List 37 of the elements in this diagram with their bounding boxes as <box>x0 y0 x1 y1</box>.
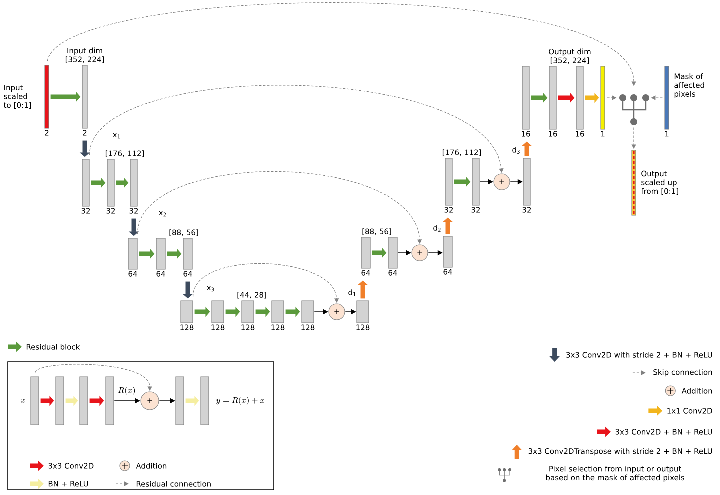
feature-map-bar <box>56 376 64 426</box>
feature-map-bar <box>30 376 40 426</box>
feature-map-bar <box>106 376 114 426</box>
feature-map-bar <box>356 300 370 324</box>
output-bar <box>632 150 636 216</box>
feature-map-bar <box>600 66 606 130</box>
feature-map-bar <box>128 238 138 270</box>
feature-map-bar <box>156 238 166 270</box>
feature-map-bar <box>443 236 453 268</box>
feature-map-bar <box>44 65 50 129</box>
feature-map-bar <box>130 159 138 207</box>
feature-map-bar <box>180 300 194 324</box>
feature-map-bar <box>212 300 224 324</box>
inset-frame <box>8 362 274 490</box>
feature-map-bar <box>80 376 88 426</box>
feature-map-bar <box>523 158 531 206</box>
feature-map-bar <box>176 376 184 426</box>
edge-label: $R(x)$ <box>118 387 136 395</box>
feature-map-bar <box>302 300 314 324</box>
feature-map-bar <box>242 300 254 324</box>
feature-map-bar <box>522 66 530 130</box>
feature-map-bar <box>272 300 284 324</box>
feature-map-bar <box>361 237 371 269</box>
formula: $y = R(x) + x$ <box>216 397 264 405</box>
feature-map-bar <box>82 65 88 129</box>
feature-map-bar <box>82 159 90 207</box>
feature-map-bar <box>472 158 480 206</box>
feature-map-bar <box>576 66 584 130</box>
formula: $x$ <box>21 399 26 403</box>
feature-map-bar <box>549 66 557 130</box>
feature-map-bar <box>664 66 670 130</box>
feature-map-bar <box>183 238 193 270</box>
feature-map-bar <box>107 159 115 207</box>
feature-map-bar <box>388 237 398 269</box>
feature-map-bar <box>200 376 210 426</box>
pixel-selector-icon <box>620 94 650 126</box>
feature-map-bar <box>445 158 453 206</box>
